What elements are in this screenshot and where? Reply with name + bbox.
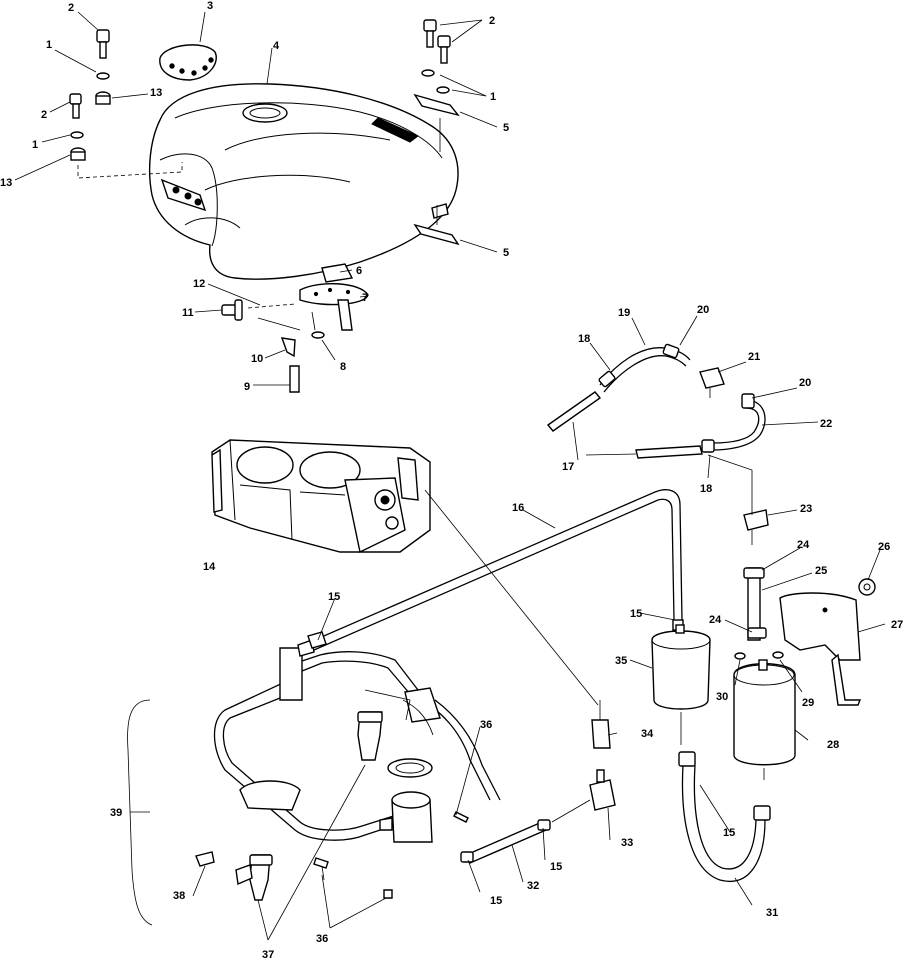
callout-12: 12 — [193, 278, 205, 290]
callout-2: 2 — [489, 15, 495, 27]
callout-37: 37 — [262, 949, 274, 960]
fuel-rail-assembly — [127, 631, 501, 926]
tank-mount-hardware-left — [69, 29, 183, 179]
callout-17: 17 — [562, 461, 574, 473]
callout-28: 28 — [827, 739, 839, 751]
callout-11: 11 — [182, 307, 194, 319]
fuel-petcock-assembly — [221, 263, 369, 393]
callout-34: 34 — [641, 728, 654, 740]
callout-23: 23 — [800, 503, 812, 515]
fuel-cap — [159, 44, 217, 81]
callout-5: 5 — [503, 122, 509, 134]
callout-16: 16 — [512, 502, 524, 514]
callout-15: 15 — [550, 861, 562, 873]
callout-13: 13 — [150, 87, 162, 99]
callout-33: 33 — [621, 837, 633, 849]
callout-15: 15 — [723, 827, 735, 839]
throttle-body — [211, 439, 431, 554]
callout-2: 2 — [41, 109, 47, 121]
callout-15: 15 — [328, 591, 340, 603]
callout-24: 24 — [797, 539, 810, 551]
callout-5: 5 — [503, 247, 509, 259]
callout-19: 19 — [618, 307, 630, 319]
callout-1: 1 — [46, 39, 52, 51]
fuel-tank — [148, 83, 459, 280]
callout-10: 10 — [251, 353, 263, 365]
fuel-filter-assembly — [309, 489, 876, 882]
callout-1: 1 — [32, 139, 38, 151]
callout-15: 15 — [630, 608, 642, 620]
callout-35: 35 — [615, 655, 627, 667]
callout-leader-lines — [14, 11, 886, 941]
callout-9: 9 — [244, 381, 250, 393]
callout-14: 14 — [203, 561, 216, 573]
callout-1: 1 — [490, 91, 496, 103]
callout-2: 2 — [68, 2, 74, 14]
callout-24: 24 — [709, 614, 722, 626]
callout-6: 6 — [356, 265, 362, 277]
callout-22: 22 — [820, 418, 832, 430]
callout-30: 30 — [716, 691, 728, 703]
callout-36: 36 — [316, 933, 328, 945]
callout-18: 18 — [578, 333, 590, 345]
callout-4: 4 — [273, 40, 280, 52]
callout-25: 25 — [815, 565, 827, 577]
callout-31: 31 — [766, 907, 778, 919]
callout-18: 18 — [700, 483, 712, 495]
callout-32: 32 — [527, 880, 539, 892]
callout-15: 15 — [490, 895, 502, 907]
callout-36: 36 — [480, 719, 492, 731]
callout-20: 20 — [697, 304, 709, 316]
callout-13: 13 — [0, 177, 12, 189]
callout-20: 20 — [799, 377, 811, 389]
callout-8: 8 — [340, 361, 346, 373]
tank-mount-hardware-right — [413, 19, 460, 246]
callout-7: 7 — [362, 292, 368, 304]
callout-21: 21 — [748, 351, 760, 363]
vent-hose-assembly — [546, 343, 766, 459]
callout-26: 26 — [878, 541, 890, 553]
callout-27: 27 — [891, 619, 903, 631]
callout-38: 38 — [173, 890, 185, 902]
callout-3: 3 — [207, 0, 213, 12]
callout-29: 29 — [802, 697, 814, 709]
callout-39: 39 — [110, 807, 122, 819]
